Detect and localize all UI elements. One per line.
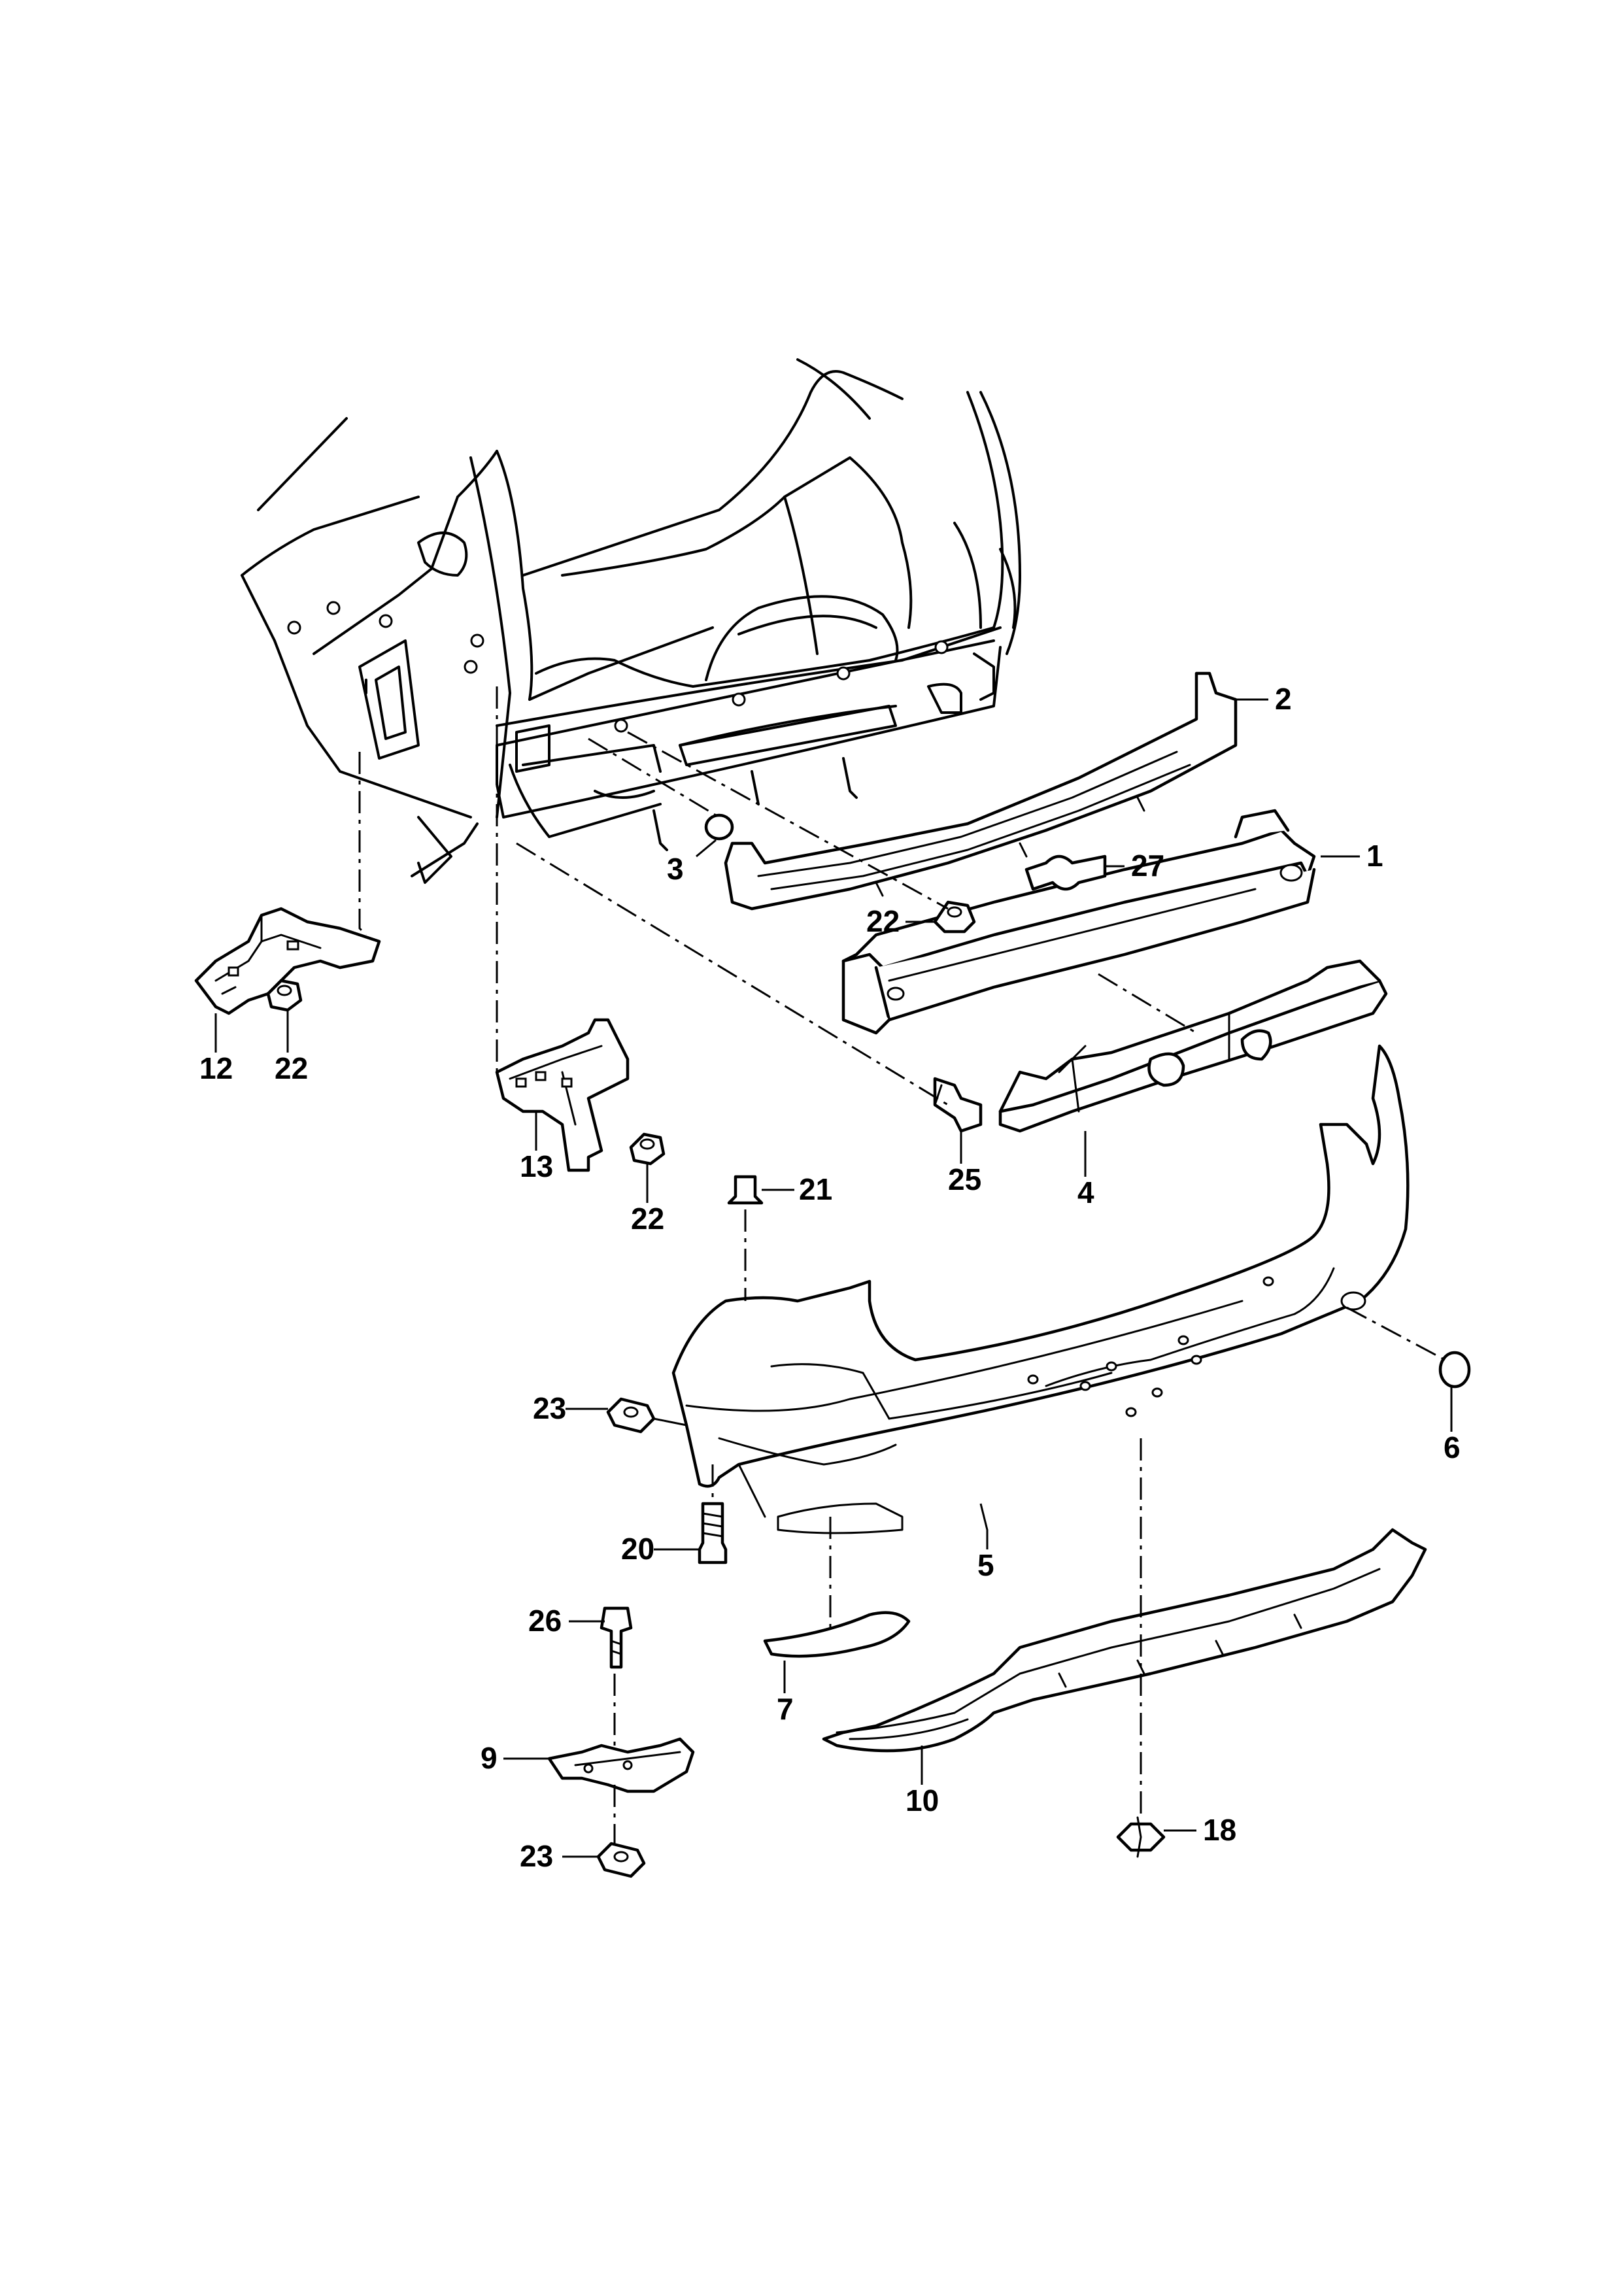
part-26-bolt bbox=[600, 1606, 633, 1669]
part-18-nut bbox=[1116, 1816, 1166, 1858]
callout-1: 1 bbox=[1366, 839, 1383, 873]
part-5-bumper-cover bbox=[671, 1044, 1410, 1534]
callout-21: 21 bbox=[799, 1172, 832, 1206]
part-23-clip-upper bbox=[606, 1397, 656, 1434]
callout-22-center: 22 bbox=[631, 1202, 664, 1236]
callout-labels: 1 2 3 4 5 6 7 9 10 12 13 18 20 21 22 22 … bbox=[199, 682, 1461, 1873]
part-9-mount-bracket bbox=[547, 1737, 695, 1793]
part-1-impact-member bbox=[841, 809, 1316, 1035]
callout-3: 3 bbox=[667, 852, 684, 886]
callout-13: 13 bbox=[520, 1149, 553, 1183]
callout-6: 6 bbox=[1444, 1430, 1461, 1464]
part-22-nut-center bbox=[629, 1132, 666, 1166]
part-27-clip bbox=[1024, 854, 1107, 891]
callout-27: 27 bbox=[1131, 849, 1164, 883]
callout-23-upper: 23 bbox=[533, 1391, 566, 1425]
callout-22-left: 22 bbox=[275, 1051, 308, 1085]
callout-9: 9 bbox=[481, 1741, 498, 1775]
part-3-grommet bbox=[704, 813, 734, 841]
part-25-bolt bbox=[933, 1077, 983, 1133]
part-2-carrier bbox=[724, 671, 1238, 911]
callout-18: 18 bbox=[1203, 1813, 1236, 1847]
callout-22-upper: 22 bbox=[866, 904, 900, 938]
part-10-diffuser bbox=[822, 1528, 1427, 1753]
callout-23-lower: 23 bbox=[520, 1839, 553, 1873]
callout-25: 25 bbox=[948, 1162, 981, 1196]
callout-7: 7 bbox=[777, 1692, 794, 1726]
leader-lines bbox=[214, 698, 1453, 1858]
part-6-cap bbox=[1438, 1351, 1471, 1389]
vehicle-rear-body bbox=[241, 358, 1021, 884]
callout-2: 2 bbox=[1275, 682, 1292, 716]
part-23-clip-lower bbox=[596, 1842, 646, 1878]
callout-26: 26 bbox=[528, 1604, 562, 1638]
part-22-nut-upper bbox=[933, 900, 976, 934]
part-20-screw bbox=[698, 1502, 728, 1564]
callout-5: 5 bbox=[977, 1548, 994, 1582]
assembly-lines bbox=[358, 686, 1446, 1844]
callout-12: 12 bbox=[199, 1051, 233, 1085]
part-12-guide-bracket bbox=[194, 907, 381, 1015]
part-7-trim bbox=[763, 1611, 911, 1658]
part-4-energy-absorber bbox=[998, 959, 1388, 1133]
callout-10: 10 bbox=[905, 1783, 939, 1817]
part-13-side-bracket bbox=[495, 1018, 630, 1172]
callout-20: 20 bbox=[621, 1532, 654, 1566]
callout-4: 4 bbox=[1077, 1175, 1094, 1209]
part-22-nut-left bbox=[266, 979, 303, 1012]
part-21-pin bbox=[727, 1175, 764, 1205]
